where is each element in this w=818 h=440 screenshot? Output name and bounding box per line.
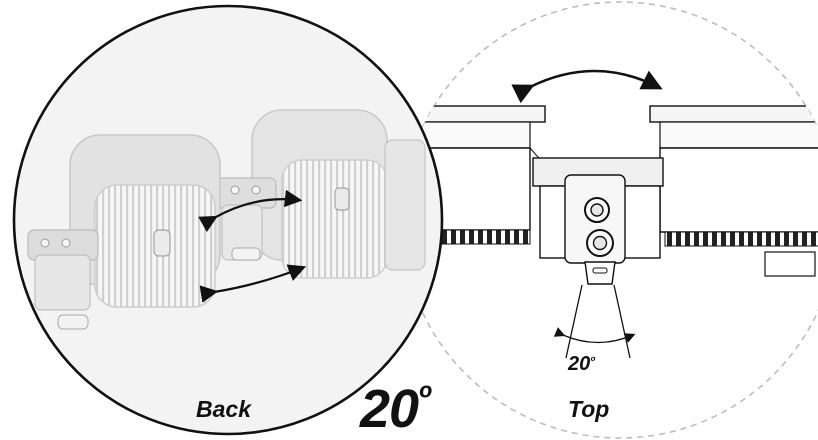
back-rotation-arrow-upper [198, 189, 303, 233]
back-view-label: Back [196, 396, 251, 422]
main-angle-label: 20º [360, 378, 430, 440]
top-view-illustration [401, 1, 818, 439]
main-angle-value: 20 [360, 379, 419, 439]
back-left-bracket [27, 229, 99, 330]
main-angle-degree: º [418, 379, 430, 417]
top-view-label: Top [568, 396, 610, 422]
top-angle-label: 20º [568, 353, 595, 376]
right-fixture-housing [649, 105, 818, 277]
top-angle-value: 20 [568, 353, 591, 375]
top-angle-indicator [553, 284, 636, 359]
hinge-bracket [532, 157, 664, 285]
top-angle-degree: º [590, 353, 595, 368]
back-fixture-left [69, 134, 221, 308]
back-view-illustration [12, 4, 444, 436]
back-rotation-arrow-lower [199, 264, 307, 303]
back-view-circle-outline [12, 4, 444, 436]
top-rotation-arrow [511, 69, 663, 104]
